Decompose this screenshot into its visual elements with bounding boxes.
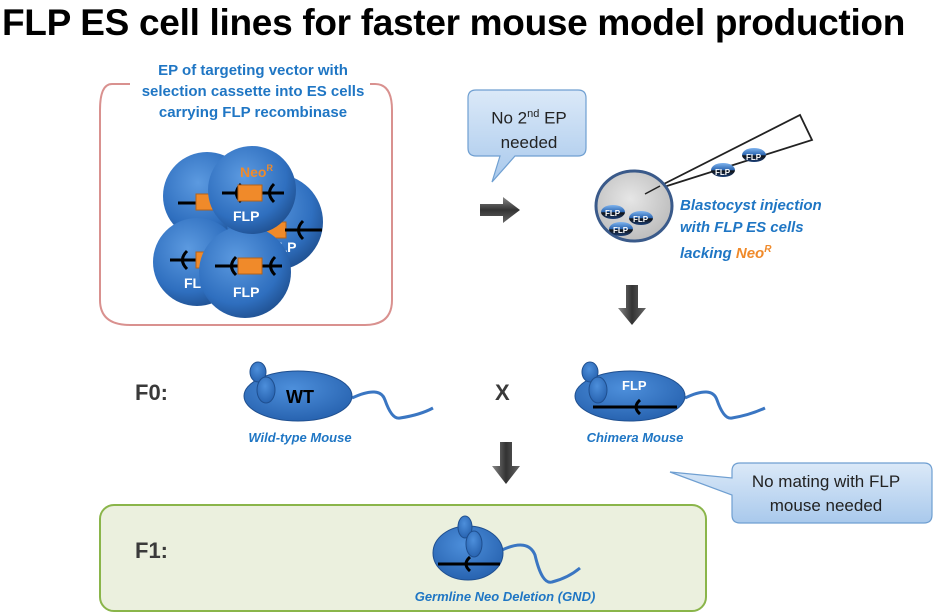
right-arrow	[480, 197, 520, 223]
svg-text:FLP: FLP	[746, 153, 762, 162]
wild-type-caption: Wild-type Mouse	[248, 430, 352, 445]
wild-type-mouse: WT	[243, 361, 434, 422]
es-cell-neo: NeoR FLP	[208, 146, 296, 234]
blastocyst-caption-line: with FLP ES cells	[680, 219, 804, 236]
injection-pipette	[647, 113, 814, 193]
ep-caption: EP of targeting vector with selection ca…	[108, 60, 398, 123]
chimera-mouse: FLP	[574, 361, 766, 422]
page-title: FLP ES cell lines for faster mouse model…	[2, 2, 906, 43]
ep-caption-line: selection cassette into ES cells	[141, 83, 365, 100]
es-cell: FLP	[199, 226, 291, 318]
svg-text:FLP: FLP	[633, 215, 649, 224]
down-arrow	[618, 285, 646, 325]
callout-sup: nd	[527, 108, 540, 120]
chimera-body-label: FLP	[622, 378, 647, 393]
svg-text:FLP: FLP	[715, 168, 731, 177]
blastocyst-caption-line: Blastocyst injection	[680, 197, 822, 214]
es-cell-label: FLP	[233, 208, 259, 224]
callout-line: needed	[500, 132, 558, 152]
f0-label: F0:	[135, 380, 168, 405]
callout-line: mouse needed	[769, 496, 883, 515]
callout-line: EP	[539, 108, 567, 128]
gnd-mouse	[432, 515, 581, 584]
gnd-caption: Germline Neo Deletion (GND)	[414, 589, 596, 604]
callout-line: No mating with FLP	[751, 472, 901, 491]
callout-no-mating	[669, 462, 933, 524]
blastocyst-caption-line: lacking	[680, 245, 736, 262]
wt-body-label: WT	[286, 387, 314, 407]
es-cell-label: FLP	[233, 284, 259, 300]
f1-label: F1:	[135, 538, 168, 563]
blastocyst: FLP FLP FLP	[594, 169, 674, 243]
callout-no-mating-text: No mating with FLP mouse needed	[730, 470, 922, 518]
down-arrow	[492, 442, 520, 484]
es-cell-cluster: FLP FLP FLP NeoR FLP	[153, 146, 323, 318]
f1-box	[99, 504, 707, 612]
callout-no-second-ep-text: No 2nd EP needed	[474, 102, 584, 155]
callout-no-second-ep	[467, 89, 587, 183]
svg-text:FLP: FLP	[605, 209, 621, 218]
ep-caption-line: EP of targeting vector with	[158, 62, 348, 79]
ep-caption-line: carrying FLP recombinase	[158, 104, 348, 121]
pipette-cell: FLP	[742, 148, 766, 162]
svg-text:FLP: FLP	[613, 226, 629, 235]
cross-symbol: X	[495, 380, 510, 405]
neo-label: NeoR	[240, 163, 273, 180]
callout-line: No 2	[491, 108, 528, 128]
blastocyst-caption: Blastocyst injection with FLP ES cells l…	[680, 195, 822, 265]
neo-sup: R	[764, 244, 772, 255]
pipette-cell: FLP	[711, 163, 735, 177]
ep-box	[99, 83, 393, 326]
neo-text: Neo	[735, 245, 765, 262]
chimera-caption: Chimera Mouse	[586, 430, 684, 445]
